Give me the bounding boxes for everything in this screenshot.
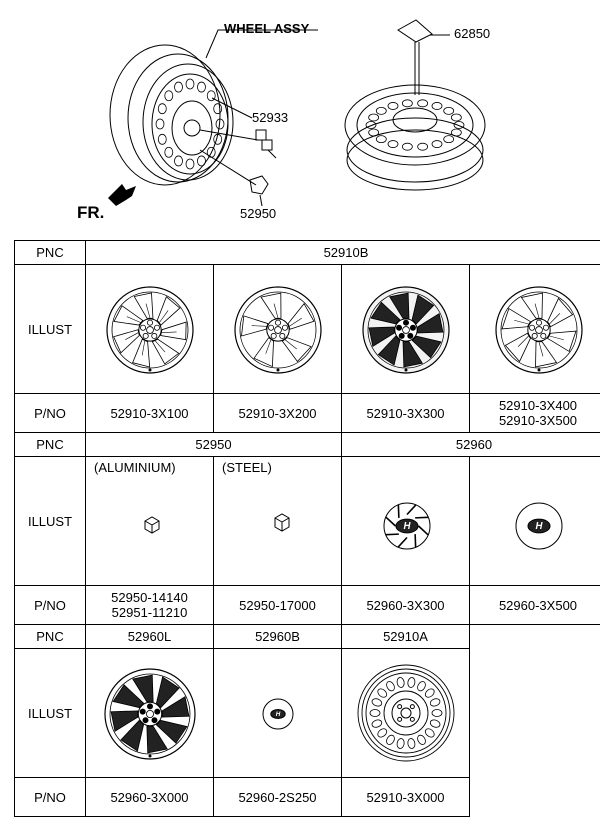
pno-52910-3x400: 52910-3X400 [498, 398, 578, 413]
illust-label-3: ILLUST [14, 648, 86, 778]
svg-text:H: H [276, 711, 281, 718]
illust-label-2: ILLUST [14, 456, 86, 586]
pno-52960-2s250: 52960-2S250 [213, 777, 342, 817]
pnc-value-52910b: 52910B [85, 240, 600, 265]
note-aluminium: (ALUMINIUM) [94, 460, 176, 475]
illust-label-1: ILLUST [14, 264, 86, 394]
illust-cell-52960-3x000 [85, 648, 214, 778]
pnc-value-52950: 52950 [85, 432, 342, 457]
illust-cell-52960-2s250: H [213, 648, 342, 778]
left-wheel-drawing [109, 44, 234, 186]
pnc-label-3: PNC [14, 624, 86, 649]
pno-52910-3x000: 52910-3X000 [341, 777, 470, 817]
part-label-62850: 62850 [454, 26, 491, 41]
illust-cell-52960-3x500: H [469, 456, 600, 586]
valve-stem-drawing [255, 129, 277, 159]
alloy-wheel-7-spoke-icon [106, 286, 194, 374]
pno-label-2: P/NO [14, 585, 86, 625]
pno-52910-3x400-500: 52910-3X400 52910-3X500 [469, 393, 600, 433]
spare-wheel-drawing [344, 84, 486, 191]
front-arrow-icon [108, 184, 136, 206]
center-cap-icon: H [515, 502, 563, 550]
note-steel: (STEEL) [222, 460, 272, 475]
illust-cell-52910-3x100 [85, 264, 214, 394]
pno-52951-11210: 52951-11210 [111, 605, 188, 620]
pno-label-1: P/NO [14, 393, 86, 433]
pno-52960-3x300: 52960-3X300 [341, 585, 470, 625]
illust-cell-52910-3x400 [469, 264, 600, 394]
pnc-value-52910a: 52910A [341, 624, 470, 649]
pno-52960-3x500: 52960-3X500 [469, 585, 600, 625]
center-cap-small-icon: H [262, 698, 294, 730]
pno-52960-3x000: 52960-3X000 [85, 777, 214, 817]
pno-52950-14140: 52950-14140 [111, 590, 188, 605]
pnc-value-52960l: 52960L [85, 624, 214, 649]
pno-52950-17000: 52950-17000 [213, 585, 342, 625]
illust-cell-steel-nut: (STEEL) [213, 456, 342, 586]
pnc-value-52960: 52960 [341, 432, 600, 457]
pnc-label-2: PNC [14, 432, 86, 457]
lug-nut-icon [274, 513, 290, 532]
pno-52910-3x300: 52910-3X300 [341, 393, 470, 433]
assembly-diagram [108, 19, 486, 207]
pnc-value-52960b: 52960B [213, 624, 342, 649]
wheel-cover-icon [362, 286, 450, 374]
front-label: FR. [77, 203, 105, 222]
wheel-nut-drawing [249, 175, 269, 195]
pno-label-3: P/NO [14, 777, 86, 817]
alloy-wheel-6-spoke-icon [495, 286, 583, 374]
pno-52910-3x200: 52910-3X200 [213, 393, 342, 433]
pno-52910-3x500: 52910-3X500 [498, 413, 578, 428]
pnc-label-1: PNC [14, 240, 86, 265]
illust-cell-52960-3x300: H [341, 456, 470, 586]
illust-cell-52910-3x000 [341, 648, 470, 778]
svg-text:H: H [404, 521, 412, 532]
alloy-wheel-5-spoke-icon [234, 286, 322, 374]
part-label-52950: 52950 [240, 206, 277, 221]
full-wheel-cover-icon [104, 668, 196, 760]
hold-down-bolt-drawing [397, 19, 433, 95]
svg-text:H: H [536, 521, 544, 532]
illust-cell-52910-3x300 [341, 264, 470, 394]
steel-wheel-icon [357, 664, 455, 762]
pno-52950-14140-52951-11210: 52950-14140 52951-11210 [85, 585, 214, 625]
wheel-assy-label: WHEEL ASSY [224, 21, 310, 36]
pno-52910-3x100: 52910-3X100 [85, 393, 214, 433]
illust-cell-52910-3x200 [213, 264, 342, 394]
illust-cell-aluminium-nut: (ALUMINIUM) [85, 456, 214, 586]
center-cap-finned-icon: H [383, 502, 431, 550]
lug-nut-icon [144, 516, 160, 534]
part-label-52933: 52933 [252, 110, 289, 125]
